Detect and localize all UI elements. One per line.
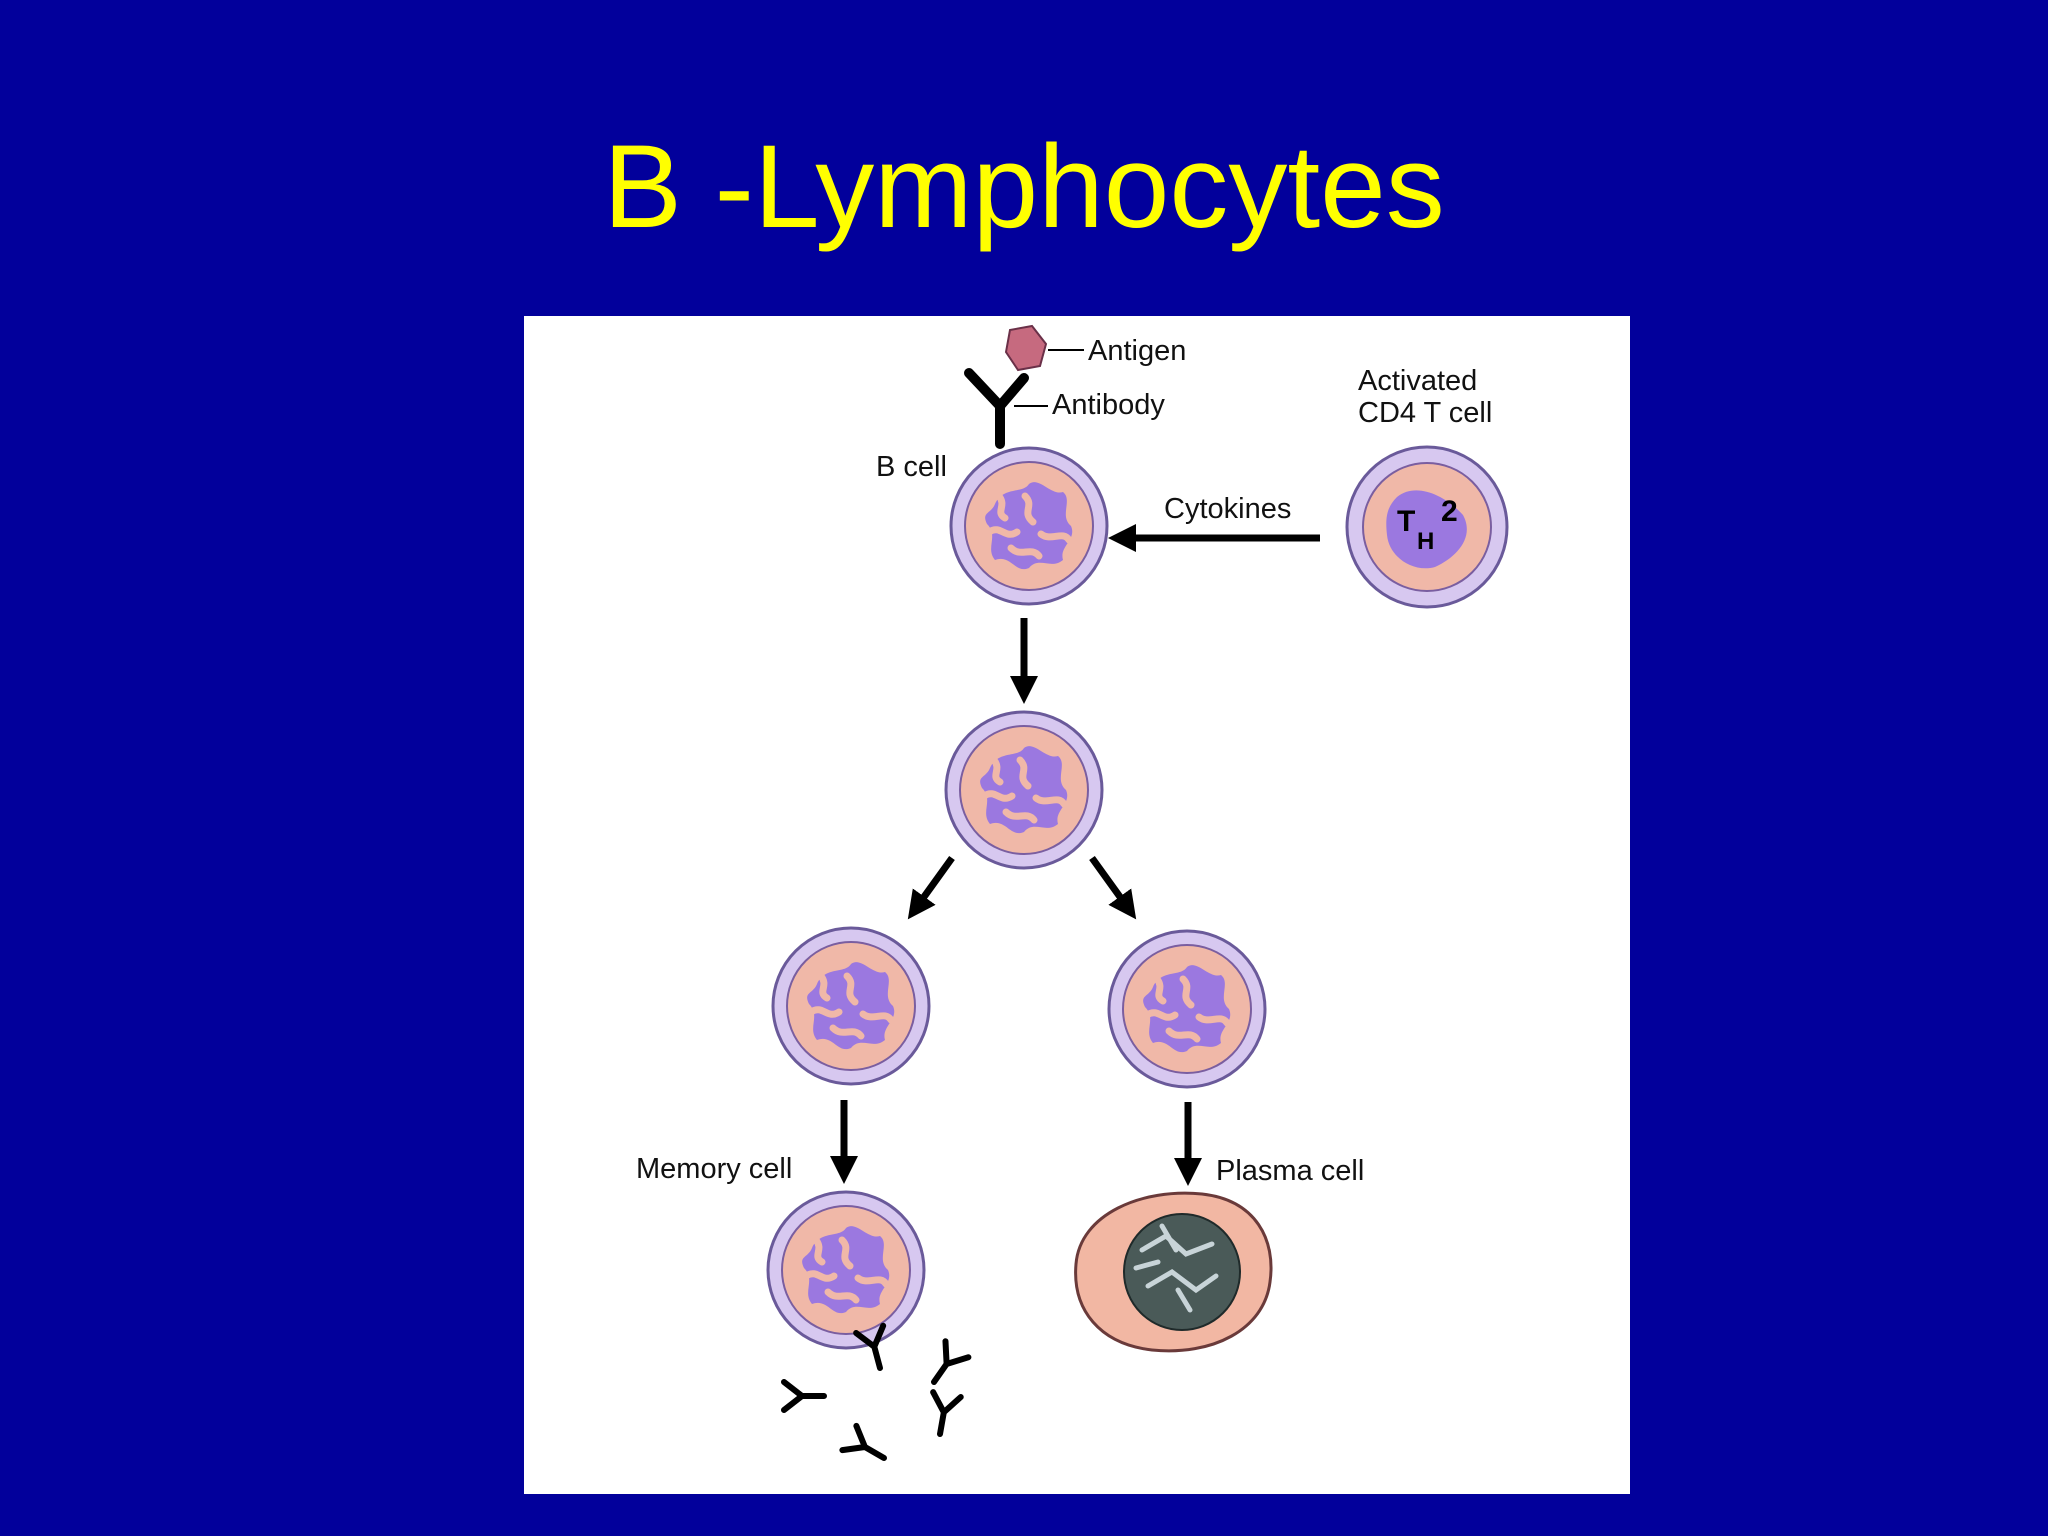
arrow-branch-right	[1089, 855, 1137, 920]
arrow-branch-left	[907, 855, 955, 920]
b-cell	[951, 448, 1107, 604]
secreted-antibodies	[784, 1326, 968, 1470]
slide-title: B -Lymphocytes	[603, 121, 1445, 253]
plasma-cell	[1074, 1191, 1273, 1353]
cytokines-label: Cytokines	[1164, 493, 1291, 525]
daughter-cell-left	[773, 928, 929, 1084]
th2-label-2: 2	[1441, 495, 1458, 528]
th2-label-t: T	[1397, 505, 1415, 538]
b-cell-label: B cell	[876, 451, 947, 483]
activated-label-line2: CD4 T cell	[1358, 397, 1492, 429]
antibody-receptor	[964, 368, 1029, 449]
diagram-canvas: Antigen Antibody B cell Activated CD4 T …	[636, 324, 1509, 1494]
daughter-cell-right	[1109, 931, 1265, 1087]
antigen-label: Antigen	[1088, 335, 1186, 367]
t-helper-cell: T H 2	[1345, 445, 1509, 609]
activated-b-cell	[946, 712, 1102, 868]
memory-cell-label: Memory cell	[636, 1153, 792, 1185]
plasma-cell-label: Plasma cell	[1216, 1155, 1364, 1187]
memory-cell	[768, 1192, 924, 1348]
antigen-shape	[1004, 324, 1048, 372]
activated-label-line1: Activated	[1358, 365, 1477, 397]
th2-label-h: H	[1417, 528, 1434, 555]
b-cell-diagram: Antigen Antibody B cell Activated CD4 T …	[524, 316, 1630, 1494]
antibody-label: Antibody	[1052, 389, 1165, 421]
